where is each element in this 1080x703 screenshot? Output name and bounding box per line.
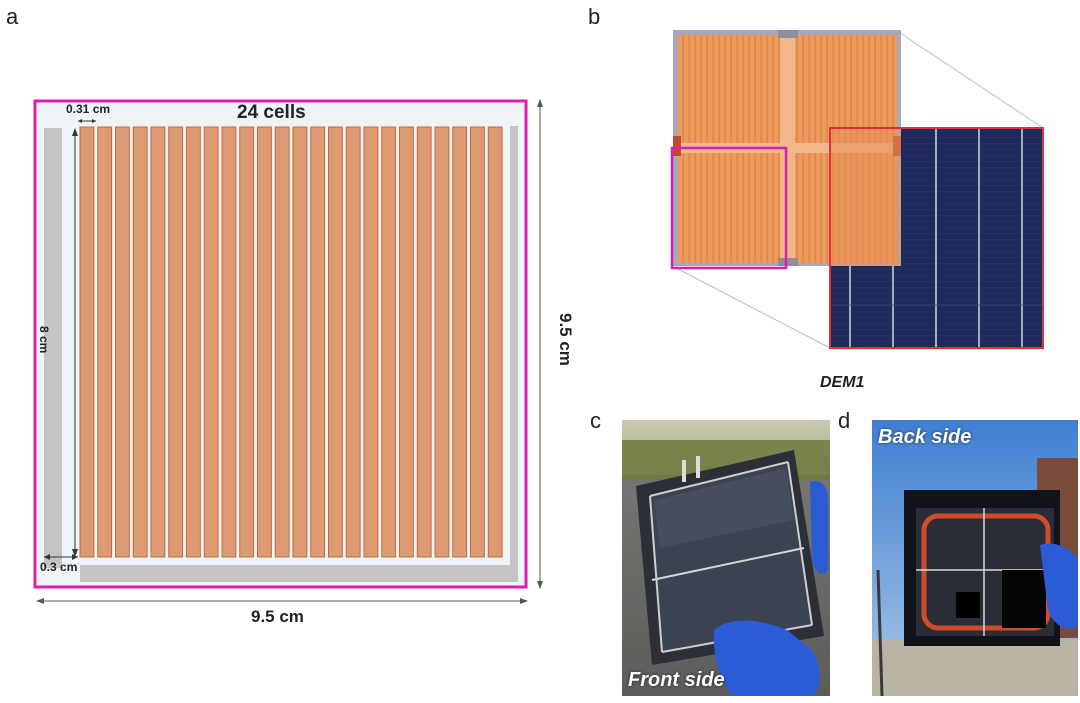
width-label: 9.5 cm	[251, 607, 304, 626]
height-arrowhead-bottom	[537, 581, 543, 589]
left-shadow-strip	[44, 128, 62, 568]
inner-height-label: 8 cm	[37, 326, 51, 354]
cell-stripe	[239, 126, 255, 558]
cell-stripe	[434, 126, 450, 558]
cell-stripe	[487, 126, 503, 558]
cell-stripe	[168, 126, 184, 558]
gap-arrowhead-left	[44, 554, 50, 560]
cell-stripe	[328, 126, 343, 558]
panel-letter-b: b	[588, 4, 601, 29]
cell-array	[79, 126, 503, 558]
cell-stripe	[452, 126, 468, 558]
zoom-line-top	[899, 32, 1044, 129]
dem1-caption: DEM1	[820, 374, 865, 391]
cell-stripe	[399, 126, 414, 558]
inner-height-arrowhead-top	[72, 128, 78, 136]
zoom-line-bottom	[675, 267, 831, 349]
cell-width-arrowhead-right	[92, 119, 96, 123]
cell-stripe	[345, 126, 361, 558]
cell-stripe	[97, 126, 113, 558]
panel-b-diagram	[670, 30, 1044, 349]
cell-stripe	[132, 126, 148, 558]
cell-stripe	[363, 126, 379, 558]
width-arrowhead-left	[36, 598, 44, 604]
height-arrowhead-top	[537, 99, 543, 107]
cell-stripe	[470, 126, 485, 558]
cell-highlight-frame	[670, 146, 788, 270]
cell-stripe	[381, 126, 397, 558]
cell-stripe	[150, 126, 166, 558]
cell-stripe	[203, 126, 219, 558]
panel-letter-a: a	[6, 4, 19, 29]
cell-width-label: 0.31 cm	[66, 102, 111, 116]
front-side-photo	[622, 420, 830, 696]
wafer-inset-frame	[829, 127, 1044, 349]
back-side-photo	[872, 420, 1078, 696]
cell-width-arrowhead-left	[78, 119, 82, 123]
cell-stripe	[115, 126, 130, 558]
height-label: 9.5 cm	[556, 313, 575, 366]
panel-a-diagram	[33, 99, 543, 604]
cells-count-label: 24 cells	[237, 102, 306, 123]
right-shadow-strip	[510, 126, 518, 582]
overlap-region	[830, 128, 901, 266]
width-arrowhead-right	[520, 598, 528, 604]
cell-stripe	[292, 126, 308, 558]
inner-height-arrowhead-bottom	[72, 549, 78, 557]
back-side-label: Back side	[878, 426, 972, 448]
cell-stripe	[221, 126, 237, 558]
gap-label: 0.3 cm	[40, 560, 78, 574]
cell-stripe	[79, 126, 95, 558]
cell-stripe	[257, 126, 272, 558]
cell-stripe	[310, 126, 326, 558]
cell-stripe	[274, 126, 290, 558]
cell-stripe	[416, 126, 432, 558]
cell-stripe	[186, 126, 201, 558]
panel-letter-c: c	[590, 408, 601, 433]
bottom-shadow-strip	[80, 565, 518, 582]
gap-arrowhead-right	[72, 554, 78, 560]
panel-letter-d: d	[838, 408, 851, 433]
front-side-label: Front side	[628, 669, 725, 691]
module-frame	[33, 99, 528, 589]
